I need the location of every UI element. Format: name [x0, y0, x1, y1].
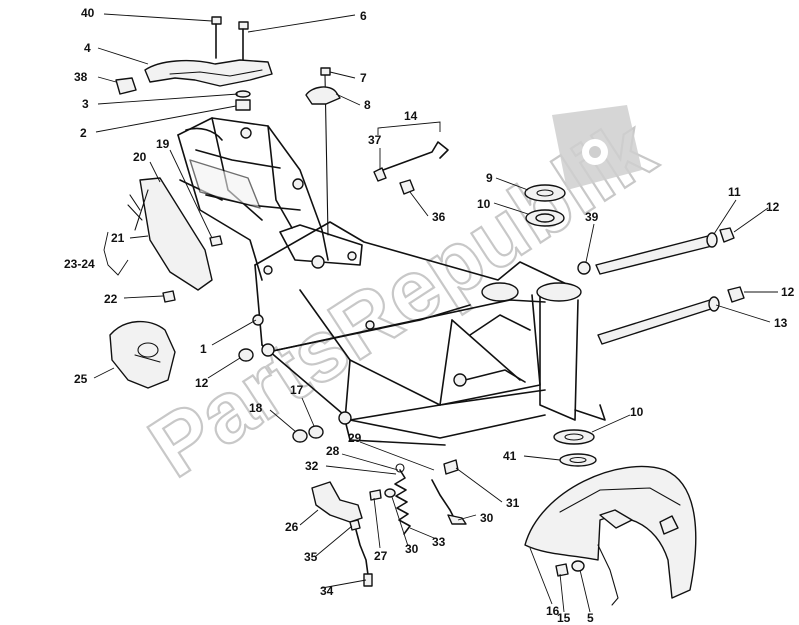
- callout-21: 21: [111, 231, 125, 245]
- washer-3: [235, 90, 251, 98]
- nut-15: [555, 563, 569, 577]
- bolt-5: [571, 560, 585, 572]
- callout-37: 37: [368, 133, 382, 147]
- cover-4: [144, 59, 273, 87]
- frame: [177, 117, 606, 446]
- callout-32: 32: [305, 459, 319, 473]
- rubber-38: [115, 77, 137, 95]
- callout-34: 34: [320, 584, 334, 598]
- nut-12-right-top: [719, 227, 735, 243]
- callout-15: 15: [557, 611, 571, 625]
- nut-12-left: [238, 348, 254, 362]
- callout-23-24: 23-24: [64, 257, 95, 271]
- washer-18: [292, 429, 308, 443]
- callout-6: 6: [360, 9, 367, 23]
- callout-12-left: 12: [195, 376, 209, 390]
- callout-5: 5: [587, 611, 594, 625]
- mudguard-16: [524, 465, 697, 606]
- callout-10-top: 10: [477, 197, 491, 211]
- rubber-22: [162, 290, 176, 303]
- spring-30-right: [431, 479, 467, 525]
- callout-18: 18: [249, 401, 263, 415]
- washer-30-left: [384, 488, 396, 498]
- spring-33: [394, 463, 411, 535]
- callout-31: 31: [506, 496, 520, 510]
- seal-41: [559, 453, 597, 467]
- bracket-8: [305, 86, 341, 105]
- callout-12-mid-right: 12: [781, 285, 795, 299]
- callout-12-top-right: 12: [766, 200, 780, 214]
- callout-33: 33: [432, 535, 446, 549]
- side-panel-21: [127, 177, 213, 291]
- callout-4: 4: [84, 41, 91, 55]
- callout-29: 29: [348, 431, 362, 445]
- nut-12-right-mid: [727, 286, 745, 303]
- callout-38: 38: [74, 70, 88, 84]
- callout-14: 14: [404, 109, 418, 123]
- callout-10-bottom: 10: [630, 405, 644, 419]
- bearing-10-bottom: [553, 429, 595, 445]
- callout-3: 3: [82, 97, 89, 111]
- callout-39: 39: [585, 210, 599, 224]
- bush-17: [308, 425, 324, 439]
- watermark-gear-icon: [552, 105, 642, 190]
- bolt-13: [597, 296, 720, 345]
- callout-25: 25: [74, 372, 88, 386]
- callout-20: 20: [133, 150, 147, 164]
- callout-9: 9: [486, 171, 493, 185]
- clip-36: [399, 179, 415, 195]
- callout-40: 40: [81, 6, 95, 20]
- callout-7: 7: [360, 71, 367, 85]
- callout-8: 8: [364, 98, 371, 112]
- cover-25: [109, 320, 176, 389]
- bracket-26: [311, 481, 363, 523]
- bolt-40: [211, 16, 222, 59]
- callout-17: 17: [290, 383, 304, 397]
- cable-34: [355, 529, 373, 587]
- callout-30-right: 30: [480, 511, 494, 525]
- callout-41: 41: [503, 449, 517, 463]
- pin-31: [443, 459, 459, 475]
- rod-14: [373, 141, 449, 182]
- callout-22: 22: [104, 292, 118, 306]
- callout-16: 16: [546, 604, 560, 618]
- screw-27: [369, 489, 382, 501]
- parts: [109, 16, 745, 606]
- callout-19: 19: [156, 137, 170, 151]
- sensor-35: [349, 519, 361, 531]
- screw-19: [209, 235, 223, 247]
- bush-2: [235, 99, 251, 111]
- callout-13: 13: [774, 316, 788, 330]
- callout-28: 28: [326, 444, 340, 458]
- leader-lines: [93, 13, 778, 613]
- callout-36: 36: [432, 210, 446, 224]
- callout-30-left: 30: [405, 542, 419, 556]
- bearing-9: [524, 184, 566, 202]
- callout-labels: 40 6 4 38 3 2 7 8 14 37 36 9 10 39 11 12…: [64, 6, 795, 625]
- bush-39: [577, 261, 591, 275]
- callout-1: 1: [200, 342, 207, 356]
- bolt-11: [595, 232, 718, 275]
- callout-27: 27: [374, 549, 388, 563]
- callout-2: 2: [80, 126, 87, 140]
- callout-26: 26: [285, 520, 299, 534]
- bearing-10-top: [525, 209, 565, 227]
- callout-35: 35: [304, 550, 318, 564]
- callout-11: 11: [728, 185, 741, 199]
